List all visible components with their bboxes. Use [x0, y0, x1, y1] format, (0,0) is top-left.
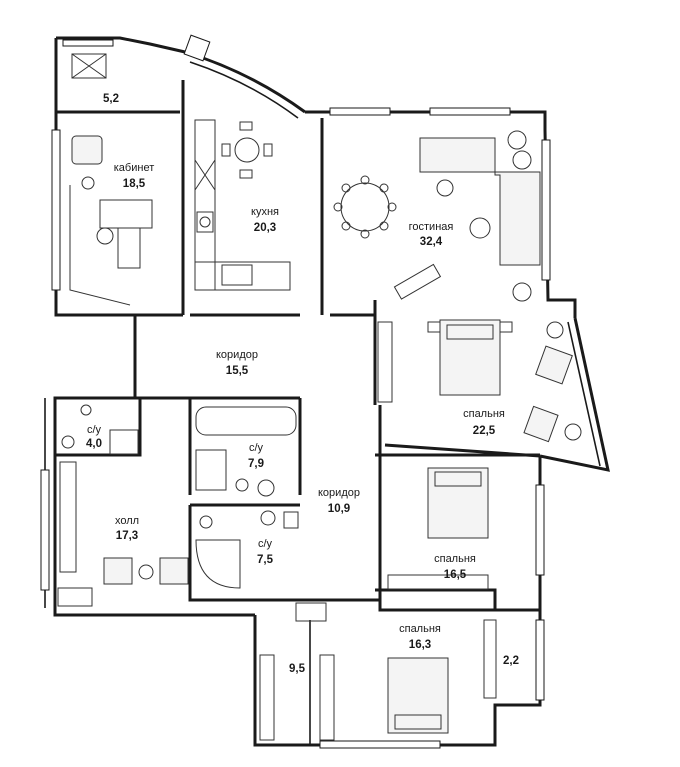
room-name-corridor-2: коридор	[318, 487, 360, 499]
room-area-kitchen: 20,3	[254, 222, 276, 234]
room-name-bath-small: с/у	[87, 424, 102, 436]
room-name-bath-2: с/у	[249, 442, 264, 454]
room-name-corridor-1: коридор	[216, 349, 258, 361]
internal-walls	[55, 80, 541, 745]
room-area-balcony-right: 2,2	[503, 655, 519, 667]
room-name-kitchen: кухня	[251, 206, 279, 218]
room-name-bedroom-3: спальня	[399, 623, 441, 635]
outer-walls	[44, 36, 610, 747]
room-area-study: 18,5	[123, 178, 146, 190]
room-area-living: 32,4	[420, 236, 443, 248]
room-area-dressing: 9,5	[289, 663, 306, 675]
room-area-bath-small: 4,0	[86, 438, 102, 450]
room-name-bedroom-2: спальня	[434, 553, 476, 565]
room-name-bedroom-1: спальня	[463, 408, 505, 420]
room-area-bath-3: 7,5	[257, 554, 274, 566]
windows	[40, 34, 551, 749]
room-name-hall: холл	[115, 515, 139, 527]
room-name-study: кабинет	[114, 162, 154, 174]
room-area-bedroom-1: 22,5	[473, 425, 496, 437]
room-name-living: гостиная	[409, 221, 454, 233]
room-area-balcony-top: 5,2	[103, 93, 119, 105]
room-area-corridor-1: 15,5	[226, 365, 249, 377]
room-area-bedroom-3: 16,3	[409, 639, 431, 651]
room-area-hall: 17,3	[116, 530, 138, 542]
room-area-bedroom-2: 16,5	[444, 569, 467, 581]
room-labels: 5,2 кабинет 18,5 кухня 20,3 гостиная 32,…	[86, 93, 519, 675]
room-area-corridor-2: 10,9	[328, 503, 350, 515]
room-area-bath-2: 7,9	[248, 458, 264, 470]
room-name-bath-3: с/у	[258, 538, 273, 550]
furniture	[57, 53, 582, 741]
